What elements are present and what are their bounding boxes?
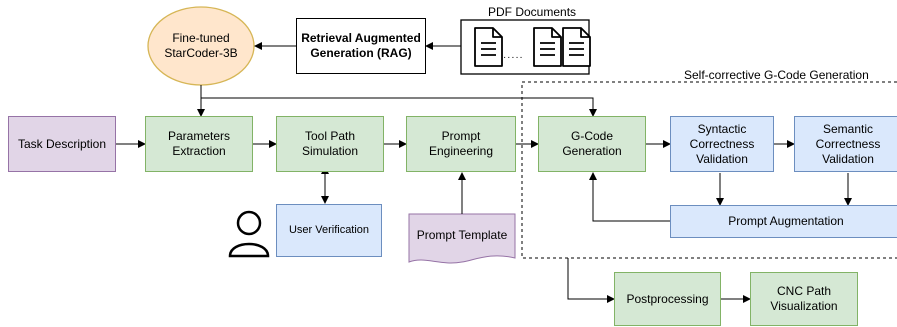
user-icon [228, 210, 270, 258]
gcode-generation-node: G-Code Generation [538, 116, 646, 172]
document-icon [533, 27, 562, 67]
document-icon [562, 27, 591, 67]
tool-path-simulation-node: Tool Path Simulation [276, 116, 384, 172]
syntactic-validation-node: Syntactic Correctness Validation [670, 116, 774, 172]
documents-ellipsis: · · · · · [503, 52, 523, 63]
document-icon [474, 27, 503, 67]
prompt-engineering-node: Prompt Engineering [406, 116, 516, 172]
pdf-documents-label: PDF Documents [488, 5, 577, 19]
semantic-validation-node: Semantic Correctness Validation [794, 116, 897, 172]
self-corrective-group-frame [521, 81, 897, 259]
task-description-node: Task Description [8, 116, 116, 172]
starcoder-node: Fine-tuned StarCoder-3B [164, 31, 238, 60]
prompt-template-shape [408, 213, 516, 264]
rag-node: Retrieval Augmented Generation (RAG) [296, 18, 426, 74]
postprocessing-node: Postprocessing [614, 272, 721, 326]
prompt-augmentation-node: Prompt Augmentation [670, 205, 897, 238]
prompt-template-node: Prompt Template [416, 227, 508, 242]
group-label: Self-corrective G-Code Generation [684, 68, 869, 82]
parameters-extraction-node: Parameters Extraction [145, 116, 253, 172]
user-verification-node: User Verification [276, 204, 382, 257]
cnc-visualization-node: CNC Path Visualization [750, 272, 858, 326]
